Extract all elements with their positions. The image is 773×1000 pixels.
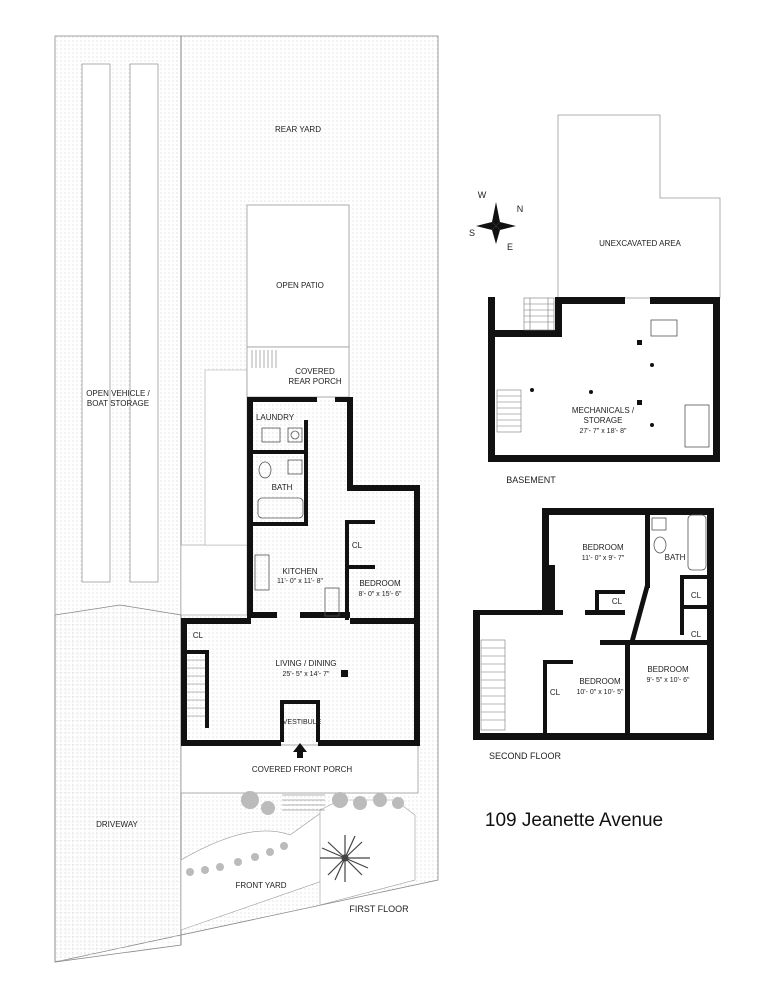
open-patio	[246, 204, 350, 398]
vehicle-storage-label-2: BOAT STORAGE	[87, 399, 149, 408]
kitchen-dim: 11'- 0" x 11'- 8"	[277, 578, 323, 585]
living-dining-label: LIVING / DINING	[276, 659, 337, 668]
driveway-label: DRIVEWAY	[96, 820, 138, 829]
second-bedroom1-label: BEDROOM	[582, 543, 624, 552]
first-bedroom-cl: CL	[352, 541, 363, 550]
mech-label-1: MECHANICALS /	[572, 406, 635, 415]
second-cl2: CL	[691, 591, 702, 600]
palm-plant-icon	[320, 835, 370, 882]
first-bedroom-label: BEDROOM	[359, 579, 401, 588]
compass-s: S	[469, 228, 475, 238]
laundry-label: LAUNDRY	[256, 413, 295, 422]
unexcavated-label: UNEXCAVATED AREA	[599, 239, 681, 248]
second-bedroom3-label: BEDROOM	[647, 665, 689, 674]
basement	[488, 114, 721, 462]
rear-yard-label: REAR YARD	[275, 125, 321, 134]
second-floor-label: SECOND FLOOR	[489, 751, 562, 761]
kitchen-label: KITCHEN	[282, 567, 317, 576]
covered-rear-porch-label-1: COVERED	[295, 367, 335, 376]
vestibule-label: VESTIBULE	[283, 719, 322, 726]
mech-dim: 27'- 7" x 18'- 8"	[580, 428, 627, 435]
vehicle-storage-label-1: OPEN VEHICLE /	[86, 389, 150, 398]
compass-icon: W N S E	[469, 190, 523, 252]
second-cl1: CL	[612, 597, 623, 606]
basement-label: BASEMENT	[506, 475, 556, 485]
covered-rear-porch-label-2: REAR PORCH	[288, 377, 342, 386]
second-bedroom2-label: BEDROOM	[579, 677, 621, 686]
second-bedroom1-dim: 11'- 0" x 9'- 7"	[582, 555, 625, 562]
front-yard-label: FRONT YARD	[235, 881, 286, 890]
second-cl3: CL	[691, 630, 702, 639]
entry-arrow-icon	[293, 743, 307, 758]
compass-e: E	[507, 242, 513, 252]
first-floor-walls	[181, 397, 420, 758]
second-bath-label: BATH	[665, 553, 686, 562]
mech-label-2: STORAGE	[584, 416, 623, 425]
living-dining-dim: 25'- 5" x 14'- 7"	[283, 671, 330, 678]
open-patio-label: OPEN PATIO	[276, 281, 324, 290]
second-bedroom3-dim: 9'- 5" x 10'- 6"	[646, 677, 690, 684]
first-bath-label: BATH	[272, 483, 293, 492]
first-floor-label: FIRST FLOOR	[349, 904, 409, 914]
second-floor-walls	[473, 508, 714, 740]
compass-n: N	[517, 204, 524, 214]
covered-front-porch-label: COVERED FRONT PORCH	[252, 765, 353, 774]
stair-cl-label: CL	[193, 631, 204, 640]
property-title: 109 Jeanette Avenue	[485, 810, 663, 831]
second-bedroom2-dim: 10'- 0" x 10'- 5"	[577, 689, 624, 696]
first-bedroom-dim: 8'- 0" x 15'- 6"	[358, 591, 402, 598]
compass-w: W	[478, 190, 487, 200]
second-cl4: CL	[550, 688, 561, 697]
